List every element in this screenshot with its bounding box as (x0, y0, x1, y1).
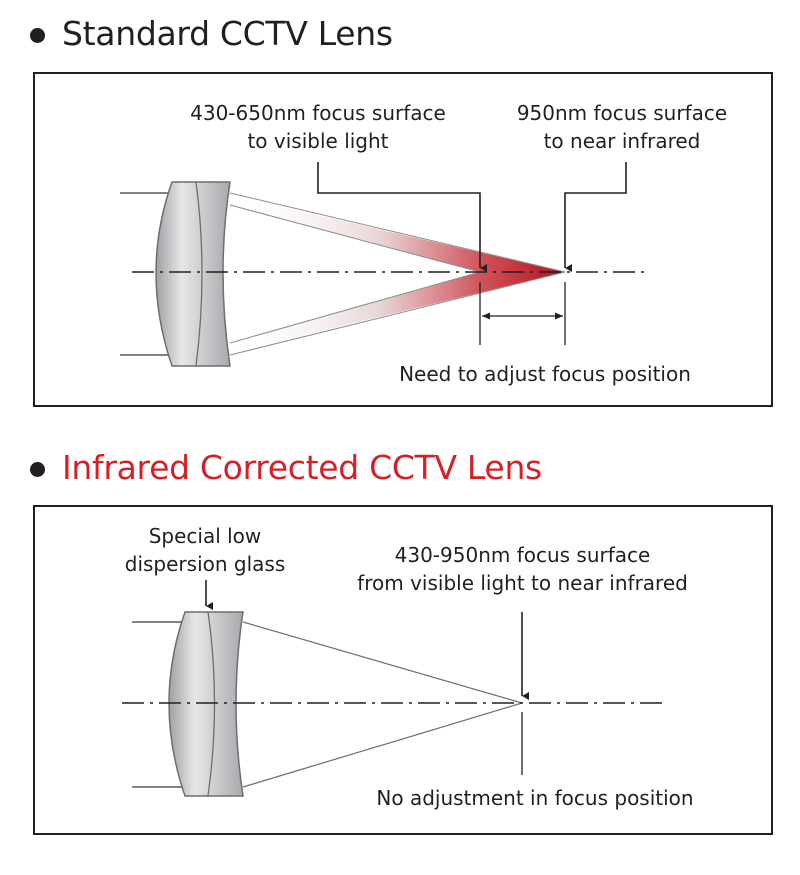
corrected-lens-title: Infrared Corrected CCTV Lens (62, 448, 542, 487)
lens-seam (195, 181, 203, 367)
focus-beam (230, 195, 565, 353)
low-dispersion-glass-label: Special low dispersion glass (105, 522, 305, 578)
bullet-icon (30, 461, 45, 477)
visible-focus-label: 430-650nm focus surface to visible light (163, 99, 473, 155)
glass-label-line1: Special low (148, 524, 262, 548)
ray-bottom (242, 702, 523, 788)
visible-focus-leader (317, 162, 487, 272)
corrected-lens-panel (33, 505, 773, 835)
standard-lens-title: Standard CCTV Lens (62, 14, 393, 53)
ir-focus-leader (564, 162, 627, 272)
ray-top (242, 621, 523, 704)
corrected-lens-diagram (122, 580, 665, 797)
ir-focus-label-line1: 950nm focus surface (516, 101, 728, 125)
visible-focus-label-line1: 430-650nm focus surface (190, 101, 446, 125)
visible-focus-label-line2: to visible light (247, 129, 389, 153)
ir-ray-bottom (229, 271, 566, 356)
corrected-focus-label: 430-950nm focus surface from visible lig… (340, 541, 705, 597)
corrected-lens-heading: Infrared Corrected CCTV Lens (30, 448, 542, 487)
ir-ray-top (229, 192, 566, 273)
visible-ray-top (229, 204, 481, 273)
standard-lens-heading: Standard CCTV Lens (30, 14, 393, 53)
standard-lens-element (155, 181, 231, 367)
corrected-lens-element (168, 611, 244, 797)
visible-ray-bottom (229, 271, 481, 344)
ir-focus-label-line2: to near infrared (543, 129, 701, 153)
ir-focus-label: 950nm focus surface to near infrared (487, 99, 757, 155)
no-adjustment-label: No adjustment in focus position (376, 786, 694, 810)
corrected-focus-label-line2: from visible light to near infrared (357, 571, 688, 595)
adjust-focus-label: Need to adjust focus position (399, 362, 691, 386)
standard-lens-diagram (120, 162, 650, 367)
corrected-focus-label-line1: 430-950nm focus surface (394, 543, 651, 567)
bullet-icon (30, 27, 45, 43)
glass-label-line2: dispersion glass (124, 552, 286, 576)
